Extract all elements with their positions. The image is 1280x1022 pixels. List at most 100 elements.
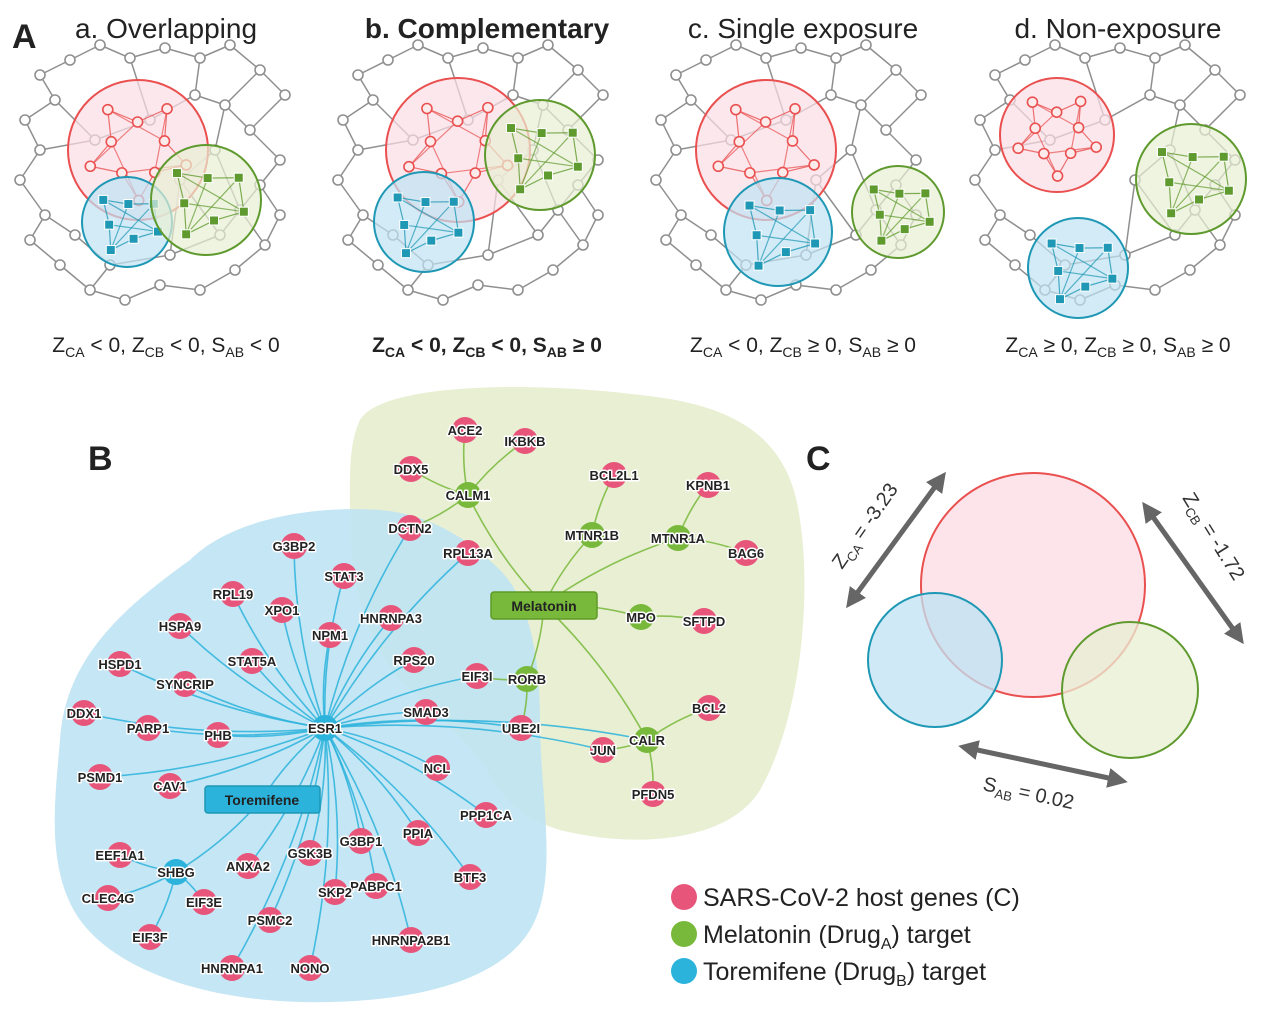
drug-b-module-node	[448, 196, 459, 207]
drug-a-module-node	[1194, 194, 1205, 205]
drug-b-module-node	[426, 235, 437, 246]
drug-b-module-node	[1074, 243, 1085, 254]
node-label-mpo: MPO	[626, 610, 656, 625]
label-zca: ZCA = -3.23	[828, 479, 905, 574]
network-edge	[147, 727, 326, 736]
node-parp1	[135, 715, 161, 741]
node-calm1	[455, 482, 481, 508]
network-node	[1149, 284, 1161, 296]
node-bag6	[733, 540, 759, 566]
host-module-node	[1012, 142, 1024, 155]
network-node	[24, 234, 36, 246]
drug-a-module-0	[150, 144, 262, 256]
network-edge	[232, 593, 326, 729]
drug-a-module-node	[874, 209, 885, 220]
node-calr	[634, 727, 660, 753]
network-node	[1019, 54, 1031, 66]
drug-b-module-node	[399, 219, 410, 230]
node-label-dctn2: DCTN2	[388, 521, 431, 536]
network-node	[825, 89, 837, 101]
drug-a-module-node	[515, 184, 526, 195]
drug-a-module-node	[513, 153, 524, 164]
host-module-node	[712, 160, 725, 173]
network-edge	[281, 609, 326, 729]
drug-a-module-node	[567, 127, 578, 138]
drug-b-module-node	[453, 227, 464, 238]
network-node	[159, 42, 171, 54]
network-node	[760, 52, 772, 64]
host-module-node	[789, 103, 801, 115]
node-hspa9	[167, 613, 193, 639]
host-module-node	[1064, 147, 1077, 160]
host-module-node	[759, 116, 772, 128]
drug-toremifene-label: Toremifene	[225, 792, 300, 808]
network-node	[830, 52, 842, 64]
network-node	[660, 234, 672, 246]
host-module-node	[1051, 170, 1064, 182]
node-label-eif3i: EIF3I	[461, 669, 492, 684]
node-label-ppia: PPIA	[403, 826, 434, 841]
network-edge	[324, 727, 471, 878]
network-node	[219, 99, 231, 111]
legend-item-drug-a: Melatonin (DrugA) target	[671, 921, 971, 953]
node-label-ppp1ca: PPP1CA	[460, 808, 513, 823]
drug-b-module-node	[400, 248, 411, 259]
network-edge	[324, 727, 377, 887]
drug-toremifene: Toremifene	[204, 785, 321, 814]
node-hnrnpa2b1	[398, 927, 424, 953]
host-module-node	[1050, 106, 1063, 119]
network-edge	[293, 545, 326, 729]
network-node	[542, 39, 554, 51]
node-g3bp1	[348, 828, 374, 854]
drug-b-module-node	[105, 245, 116, 256]
node-dctn2	[397, 515, 423, 541]
circle-drug-b	[867, 592, 1003, 728]
network-node	[655, 114, 667, 126]
host-module-node	[808, 159, 820, 171]
network-node	[915, 89, 927, 101]
network-edge	[324, 675, 478, 729]
host-module-3	[999, 77, 1115, 193]
network-node	[890, 64, 902, 76]
drug-a-module-node	[179, 198, 190, 209]
node-label-syncrip: SYNCRIP	[156, 677, 214, 692]
node-ikbkb	[512, 428, 538, 454]
drug-a-module-node	[868, 184, 879, 195]
network-edge	[83, 712, 326, 733]
network-node	[1079, 52, 1091, 64]
network-node	[830, 284, 842, 296]
network-node	[412, 39, 424, 51]
network-edge	[324, 724, 604, 751]
network-node	[1234, 89, 1246, 101]
drug-a-module-node	[920, 188, 931, 199]
node-label-clec4g: CLEC4G	[82, 891, 135, 906]
node-label-phb: PHB	[204, 728, 231, 743]
node-label-g3bp2: G3BP2	[273, 539, 316, 554]
drug-a-module-node	[181, 229, 192, 240]
node-rorb	[514, 666, 540, 692]
drug-b-module-node	[805, 205, 816, 216]
node-label-bcl2: BCL2	[692, 701, 726, 716]
node-kpnb1	[695, 472, 721, 498]
node-bcl2	[696, 695, 722, 721]
drug-a-module-node	[1164, 177, 1175, 188]
node-pfdn5	[640, 781, 666, 807]
network-node	[279, 89, 291, 101]
network-node	[720, 284, 732, 296]
network-edge	[324, 719, 648, 741]
network-node	[332, 174, 344, 186]
panel-c: C ZCA = -3.23 ZCB = -1.72 SAB = 0.02	[806, 440, 1249, 814]
host-module-node	[131, 116, 144, 128]
scenario-condition-0: ZCA < 0, ZCB < 0, SAB < 0	[52, 334, 279, 360]
drug-a-module-3	[1135, 123, 1247, 235]
scenario-condition-3: ZCA ≥ 0, ZCB ≥ 0, SAB ≥ 0	[1005, 334, 1230, 360]
node-psmc2	[257, 907, 283, 933]
node-esr1	[312, 715, 338, 741]
network-node	[437, 294, 449, 306]
host-module-node	[1029, 122, 1042, 135]
network-node	[705, 229, 717, 241]
